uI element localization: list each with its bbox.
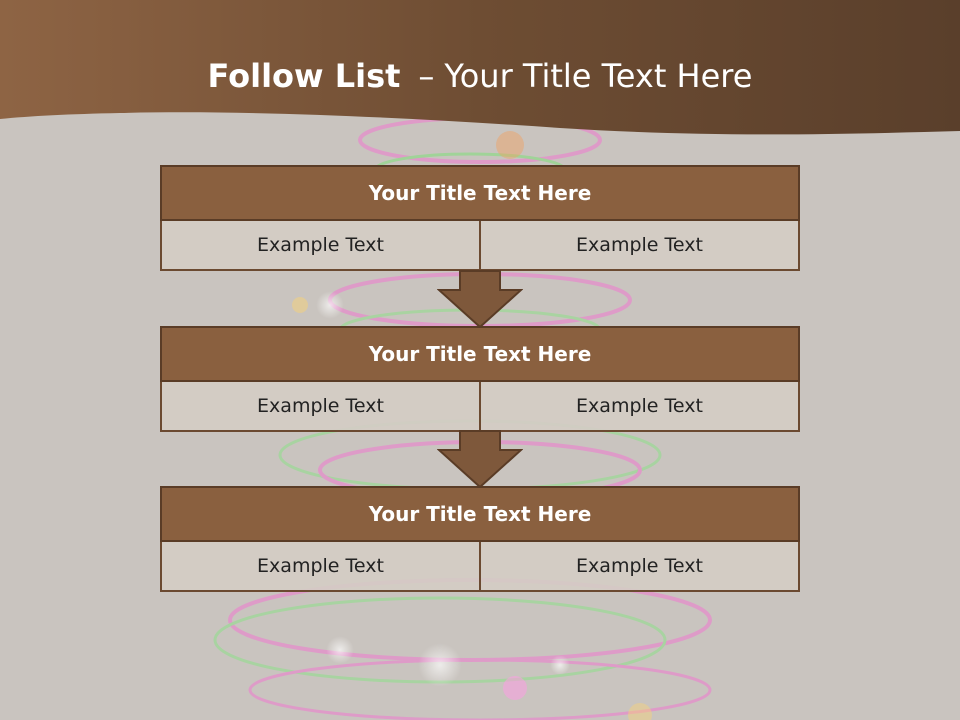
block-row: Example Text Example Text (160, 221, 800, 271)
down-arrow-icon (437, 270, 523, 328)
down-arrow-icon (437, 430, 523, 488)
slide-title: Follow List–Your Title Text Here (0, 52, 960, 100)
block-cell-left: Example Text (160, 542, 481, 592)
block-cell-right: Example Text (481, 382, 800, 432)
block-title: Your Title Text Here (160, 165, 800, 221)
block-title: Your Title Text Here (160, 326, 800, 382)
slide-title-bold: Follow List (207, 57, 401, 95)
slide-title-rest: Your Title Text Here (444, 57, 753, 95)
block-title: Your Title Text Here (160, 486, 800, 542)
flow-block: Your Title Text Here Example Text Exampl… (160, 165, 800, 271)
block-cell-left: Example Text (160, 221, 481, 271)
block-row: Example Text Example Text (160, 382, 800, 432)
block-cell-left: Example Text (160, 382, 481, 432)
flow-block: Your Title Text Here Example Text Exampl… (160, 486, 800, 592)
block-cell-right: Example Text (481, 542, 800, 592)
block-row: Example Text Example Text (160, 542, 800, 592)
flow-block: Your Title Text Here Example Text Exampl… (160, 326, 800, 432)
light-sparkles (292, 131, 652, 720)
slide-title-separator: – (418, 57, 435, 95)
title-banner (0, 0, 960, 135)
block-cell-right: Example Text (481, 221, 800, 271)
